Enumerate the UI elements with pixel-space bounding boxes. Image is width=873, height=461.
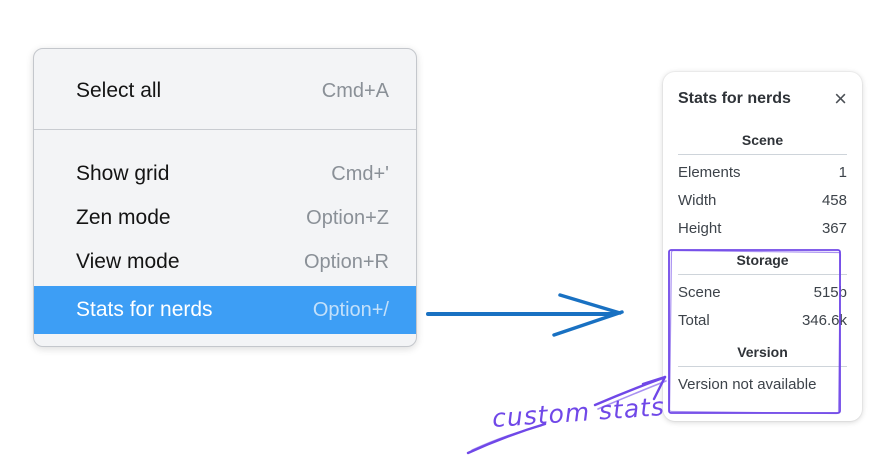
stat-label: Height: [678, 220, 722, 237]
menu-item-select-all[interactable]: Select all Cmd+A: [34, 69, 416, 113]
stat-label: Elements: [678, 164, 741, 181]
menu-divider: [34, 129, 416, 130]
section-divider: [678, 366, 847, 367]
menu-item-shortcut: Cmd+': [331, 162, 389, 185]
stat-row-height: Height 367: [678, 220, 847, 238]
stat-label: Total: [678, 312, 710, 329]
version-note: Version not available: [678, 376, 817, 393]
menu-item-shortcut: Cmd+A: [321, 79, 389, 102]
stats-panel-title: Stats for nerds: [678, 90, 791, 107]
stat-row-storage-scene: Scene 515b: [678, 284, 847, 302]
menu-item-label: Show grid: [76, 162, 170, 185]
stats-panel-header: Stats for nerds ×: [678, 88, 847, 110]
menu-item-shortcut: Option+R: [303, 250, 389, 273]
menu-item-zen-mode[interactable]: Zen mode Option+Z: [34, 196, 416, 240]
menu-item-label: Stats for nerds: [76, 298, 213, 321]
section-heading-scene: Scene: [741, 132, 784, 148]
section-divider: [678, 274, 847, 275]
stat-row-width: Width 458: [678, 192, 847, 210]
menu-item-show-grid[interactable]: Show grid Cmd+': [34, 152, 416, 196]
blue-arrow: [426, 293, 624, 337]
custom-stats-label: custom stats: [491, 392, 666, 433]
stat-label: Scene: [678, 284, 721, 301]
stat-row-elements: Elements 1: [678, 164, 847, 182]
menu-item-stats-for-nerds[interactable]: Stats for nerds Option+/: [34, 286, 416, 334]
menu-item-label: Select all: [76, 79, 162, 102]
section-heading-version: Version: [737, 344, 788, 360]
stat-value: 346.6k: [801, 312, 847, 329]
menu-item-view-mode[interactable]: View mode Option+R: [34, 240, 416, 284]
context-menu: Select all Cmd+A Show grid Cmd+' Zen mod…: [33, 48, 417, 347]
menu-item-label: Zen mode: [76, 206, 171, 229]
close-icon[interactable]: ×: [834, 86, 847, 111]
stat-value: 515b: [813, 284, 847, 301]
menu-item-shortcut: Option+/: [312, 298, 389, 321]
menu-item-shortcut: Option+Z: [306, 206, 389, 229]
stat-value: 367: [821, 220, 847, 237]
section-heading-storage: Storage: [736, 252, 789, 268]
stats-panel: Stats for nerds × Scene Elements 1 Width…: [663, 72, 862, 421]
stat-label: Width: [678, 192, 717, 209]
menu-item-label: View mode: [76, 250, 180, 273]
stat-value: 458: [821, 192, 847, 209]
section-divider: [678, 154, 847, 155]
stat-value: 1: [838, 164, 847, 181]
stat-row-storage-total: Total 346.6k: [678, 312, 847, 330]
